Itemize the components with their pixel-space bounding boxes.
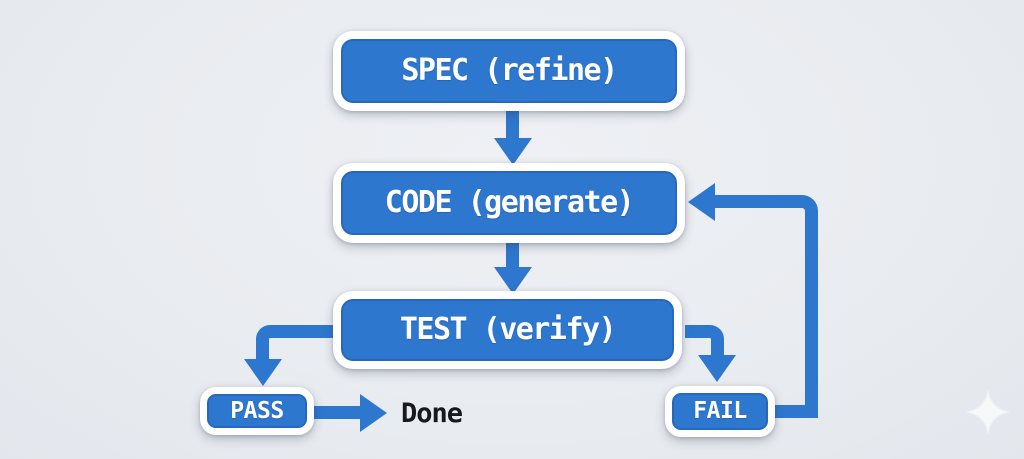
node-fail-label: FAIL [693,398,747,424]
sparkle-icon [965,389,1011,435]
node-code: CODE (generate) [333,163,685,243]
node-spec: SPEC (refine) [333,31,685,111]
node-pass-label: PASS [230,397,284,424]
edge-test-to-fail-arrowhead-icon [698,355,736,382]
edge-spec-to-code-stem [506,107,519,141]
node-test: TEST (verify) [333,291,682,369]
node-pass: PASS [200,387,314,435]
edge-pass-to-done-arrowhead-icon [360,394,387,432]
edge-test-to-fail-elbow [685,325,724,358]
edge-fail-to-code-loop [712,195,818,418]
node-fail: FAIL [665,386,775,437]
edge-test-to-pass-arrowhead-icon [244,359,282,386]
edge-test-to-pass-elbow [256,325,342,363]
node-code-label: CODE (generate) [384,185,635,220]
edge-spec-to-code-arrowhead-icon [494,138,532,165]
edge-fail-to-code-arrowhead-icon [688,183,715,221]
edge-code-to-test-stem [506,239,519,270]
edge-code-to-test-arrowhead-icon [494,267,532,294]
edge-pass-to-done-stem [314,406,362,419]
node-spec-label: SPEC (refine) [401,53,618,88]
edge-fail-to-code-loop-bottom-segment [770,405,818,418]
node-test-label: TEST (verify) [399,312,617,347]
done-label: Done [401,398,463,429]
